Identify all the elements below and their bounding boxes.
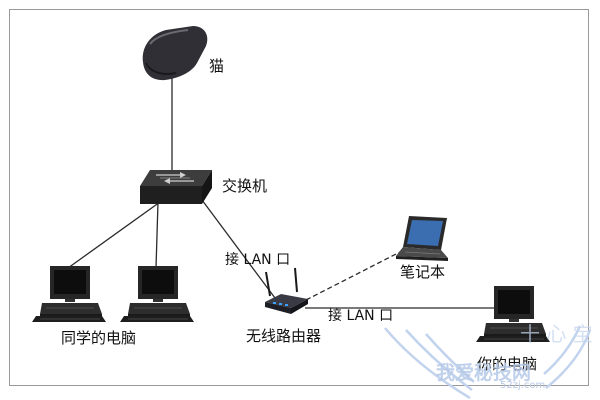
connection-lines xyxy=(67,75,494,309)
link-switch-pc2 xyxy=(155,201,159,269)
link-switch-pc1 xyxy=(67,201,161,269)
classmate-pc-2-icon xyxy=(119,265,195,323)
watermark-title: 我爱秘技网 xyxy=(436,362,532,384)
link-switch-router xyxy=(201,199,276,299)
router-pc-link-label: 接 LAN 口 xyxy=(328,308,394,324)
laptop-label: 笔记本 xyxy=(400,263,446,281)
your-pc-label: 你的电脑 xyxy=(477,355,538,373)
modem-icon xyxy=(142,26,208,81)
switch-router-link-label: 接 LAN 口 xyxy=(225,252,291,268)
modem-label: 猫 xyxy=(209,57,225,75)
switch-icon xyxy=(140,170,212,204)
watermark-wings-logo xyxy=(384,325,592,400)
classmate-pc-1-icon xyxy=(31,265,107,323)
link-router-laptop xyxy=(305,251,401,301)
router-label: 无线路由器 xyxy=(246,327,322,345)
classmate-pcs-label: 同学的电脑 xyxy=(61,329,137,347)
router-icon xyxy=(265,267,308,314)
diagram-frame xyxy=(9,9,589,386)
watermark-glyphs: 十 心 宝 xyxy=(520,322,593,346)
watermark-url: 52zj.com xyxy=(500,380,546,391)
switch-label: 交换机 xyxy=(222,177,268,195)
laptop-icon xyxy=(396,216,448,261)
